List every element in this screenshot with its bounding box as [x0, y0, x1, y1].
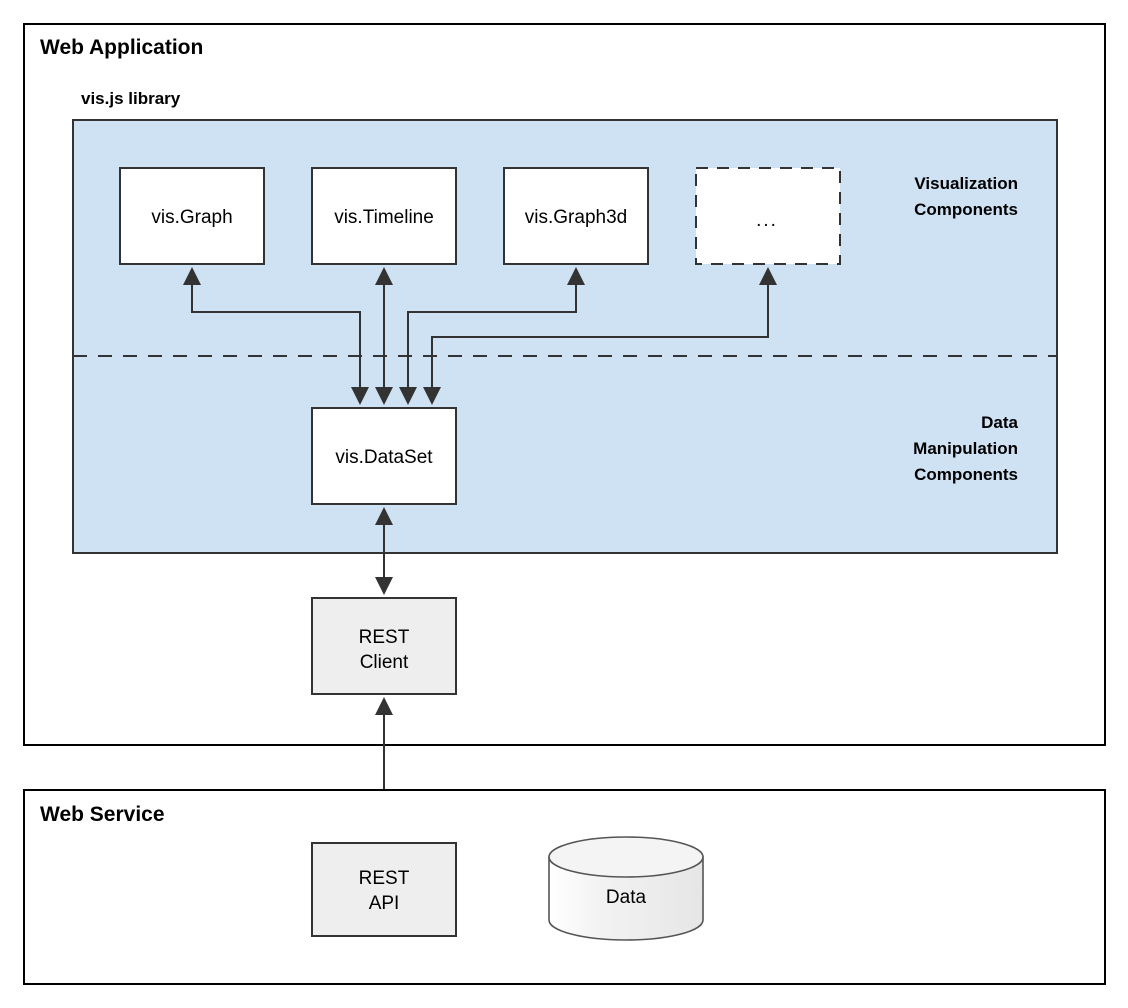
data-cylinder-body[interactable]: [548, 856, 704, 941]
node-vis-dataset[interactable]: vis.DataSet: [311, 407, 457, 505]
data-manipulation-label-line2: Manipulation: [913, 439, 1018, 458]
vis-graph3d-box[interactable]: [503, 167, 649, 265]
data-store-label: Data: [606, 887, 647, 908]
connector-more-components-dataset: [423, 267, 777, 405]
node-rest-client[interactable]: REST Client: [311, 597, 457, 695]
web-application-title: Web Application: [40, 36, 203, 59]
data-manipulation-label-line1: Data: [981, 413, 1018, 432]
rest-api-box[interactable]: [311, 842, 457, 937]
web-service-title: Web Service: [40, 803, 165, 826]
vis-dataset-label: vis.DataSet: [335, 447, 433, 468]
node-rest-api[interactable]: REST API: [311, 842, 457, 937]
visualization-components-label-line1: Visualization: [914, 174, 1018, 193]
connector-vis-graph-dataset: [183, 267, 369, 405]
data-cylinder-top: [548, 836, 704, 878]
more-components-box[interactable]: [695, 167, 841, 265]
rest-client-label-line2: Client: [360, 652, 409, 673]
node-vis-graph[interactable]: vis.Graph: [119, 167, 265, 265]
vis-js-library-title: vis.js library: [81, 89, 181, 108]
vis-graph-box[interactable]: [119, 167, 265, 265]
vis-dataset-box[interactable]: [311, 407, 457, 505]
rest-client-label-line1: REST: [359, 627, 410, 648]
rest-api-label-line2: API: [369, 893, 400, 914]
data-manipulation-label-line3: Components: [914, 465, 1018, 484]
vis-timeline-label: vis.Timeline: [334, 207, 434, 228]
node-vis-graph3d[interactable]: vis.Graph3d: [503, 167, 649, 265]
vis-timeline-box[interactable]: [311, 167, 457, 265]
visualization-components-label-line2: Components: [914, 200, 1018, 219]
node-data-store[interactable]: Data: [548, 836, 704, 941]
rest-client-box[interactable]: [311, 597, 457, 695]
rest-api-label-line1: REST: [359, 868, 410, 889]
vis-graph-label: vis.Graph: [151, 207, 232, 228]
vis-graph3d-label: vis.Graph3d: [525, 207, 627, 228]
more-components-label: ...: [756, 210, 778, 231]
node-vis-timeline[interactable]: vis.Timeline: [311, 167, 457, 265]
node-more-components[interactable]: ...: [695, 167, 841, 265]
